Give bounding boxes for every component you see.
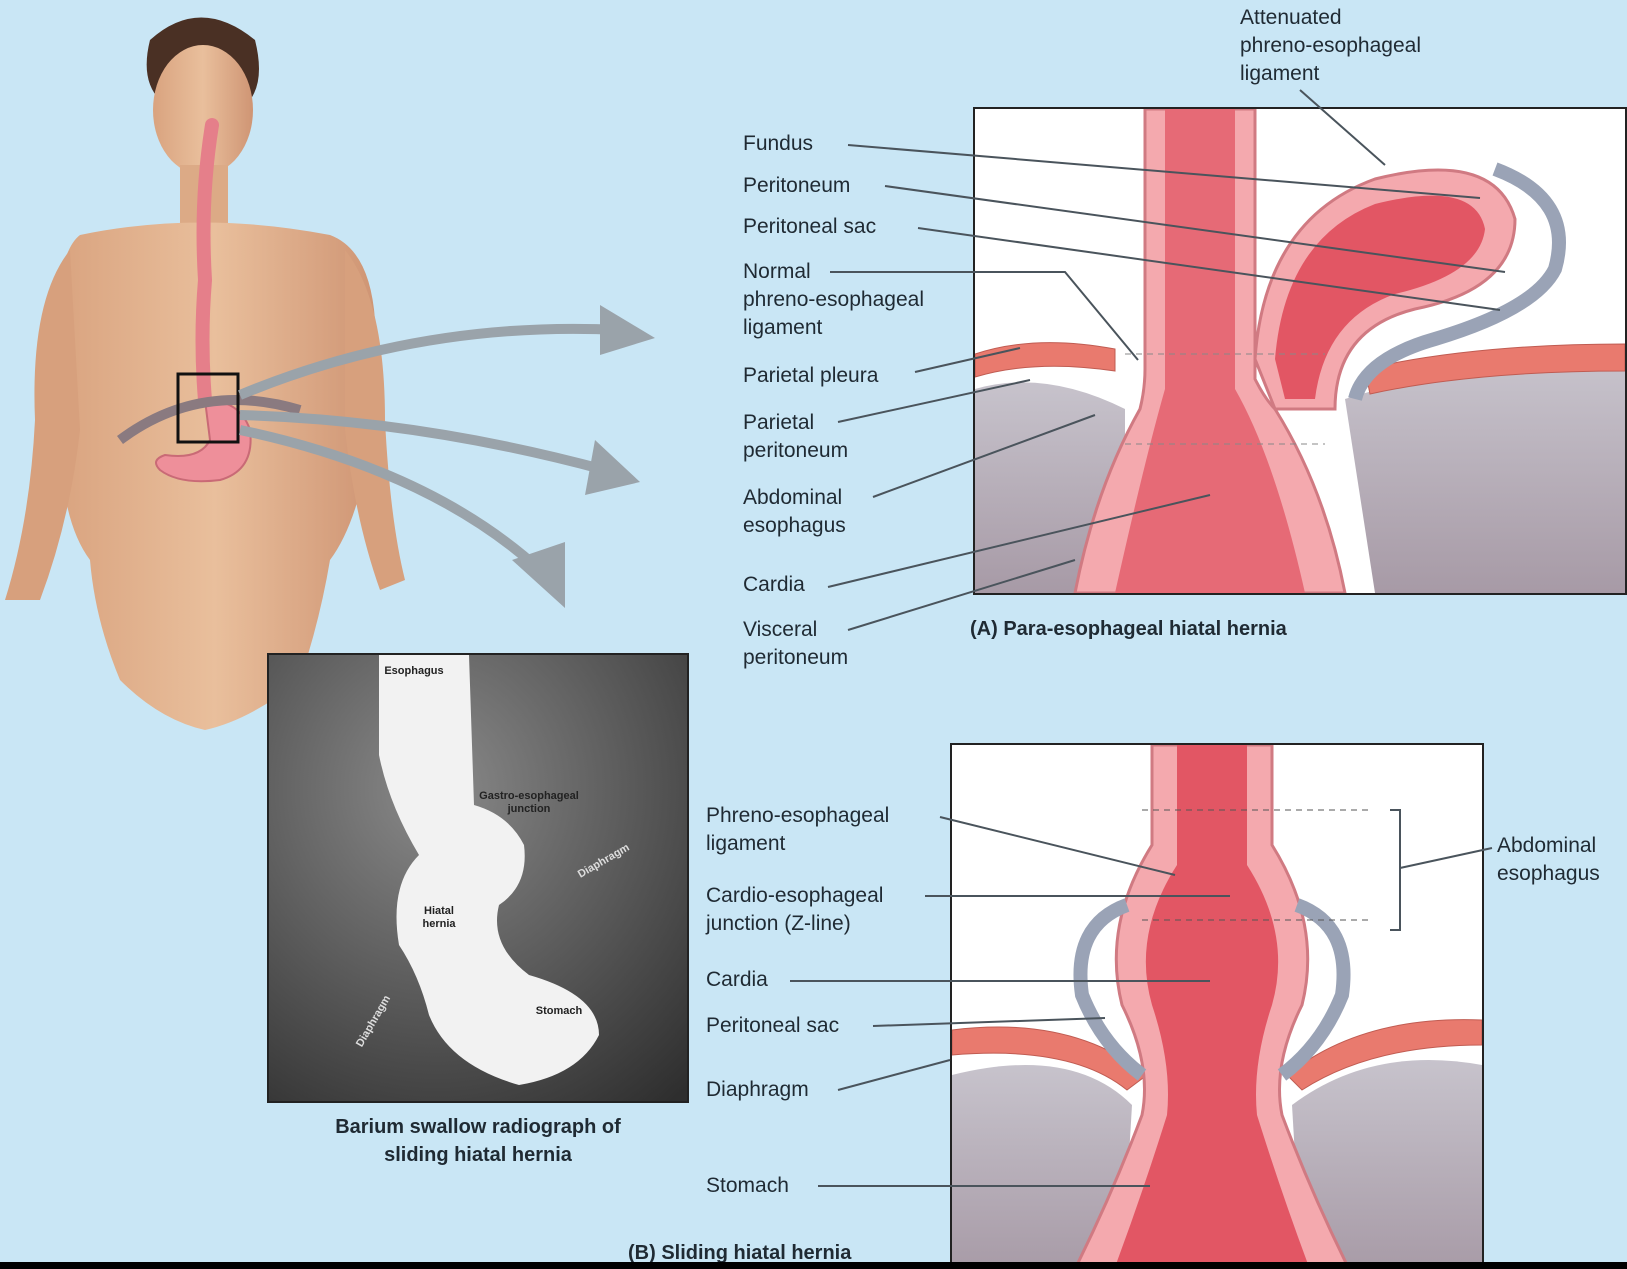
arrow-to-panel-a [238,323,621,400]
panel-a-abdomen-right [1345,359,1625,593]
leader-normal-pel [830,271,1139,361]
radiograph-label-hiatal-hernia-line1: Hiatal [424,905,454,917]
panel-b-diaphragm-right [1286,1019,1482,1091]
label-parietal-peritoneum-line1: Parietal [743,411,815,434]
leader-peritoneal-sac-b [872,1017,1106,1027]
label-cardio-junction-line2: junction (Z-line) [706,912,851,935]
panel-a-illustration [975,109,1625,593]
leader-parietal-pleura [914,347,1021,373]
caption-radiograph: Barium swallow radiograph of sliding hia… [293,1113,663,1169]
arrow-to-panel-b [239,410,607,475]
callout-arrows [238,305,655,608]
leader-diaphragm-b [837,1059,951,1091]
leader-parietal-peritoneum [837,379,1031,423]
label-phreno-b-line2: ligament [706,832,786,855]
label-attenuated-ligament-line1: Attenuated [1240,6,1342,29]
label-parietal-pleura: Parietal pleura [743,364,879,387]
radiograph-image [269,655,687,1101]
label-abdominal-esophagus-a-line2: esophagus [743,514,846,537]
arrow-to-radiograph [238,425,544,574]
figure-diaphragm [117,395,302,445]
leader-phreno-b [939,816,1176,876]
panel-b-sac-left [1073,898,1147,1081]
label-peritoneal-sac-b: Peritoneal sac [706,1014,840,1037]
panel-b-abdomen-right [1292,1060,1482,1262]
label-abdominal-esophagus-b: Abdominal esophagus [1497,832,1600,888]
panel-b-lumen [1116,745,1308,1262]
caption-panel-a: (A) Para-esophageal hiatal hernia [970,618,1287,640]
label-visceral-peritoneum: Visceral peritoneum [743,616,848,672]
leader-peritoneal-sac-a [917,227,1501,311]
left-arm [5,250,80,600]
leader-abdominal-esophagus-b-bracket [1390,809,1493,931]
label-visceral-peritoneum-line2: peritoneum [743,646,849,669]
panel-a [973,107,1627,595]
label-abdominal-esophagus-b-line2: esophagus [1497,862,1600,885]
caption-radiograph-line1: Barium swallow radiograph of [335,1116,621,1138]
label-fundus: Fundus [743,132,814,155]
label-phreno-esophageal-ligament-b: Phreno-esophageal ligament [706,802,889,858]
label-cardia-a: Cardia [743,573,805,596]
leader-attenuated [1299,89,1386,166]
radiograph-label-hiatal-hernia-line2: hernia [422,918,456,930]
focus-box [176,372,240,444]
figure-esophagus [195,118,219,407]
label-peritoneum: Peritoneum [743,174,851,197]
label-normal-pel: Normal phreno-esophageal ligament [743,258,924,342]
label-cardio-esophageal-junction: Cardio-esophageal junction (Z-line) [706,882,883,938]
label-cardia-b: Cardia [706,968,768,991]
radiograph-label-ge-junction-line1: Gastro-esophageal [479,790,579,802]
label-diaphragm-b: Diaphragm [706,1078,809,1101]
leader-fundus [847,144,1481,199]
radiograph-label-stomach: Stomach [535,1005,583,1017]
label-attenuated-ligament: Attenuated phreno-esophageal ligament [1240,4,1421,88]
caption-panel-b: (B) Sliding hiatal hernia [628,1242,852,1262]
caption-radiograph-line2: sliding hiatal hernia [384,1144,572,1166]
arrow-to-panel-a-head [600,305,655,355]
panel-b [950,743,1484,1262]
label-cardio-junction-line1: Cardio-esophageal [706,884,884,907]
label-normal-pel-line3: ligament [743,316,823,339]
label-normal-pel-line2: phreno-esophageal [743,288,924,311]
leader-abdominal-esophagus-a [872,414,1096,498]
radiograph-label-hiatal-hernia: Hiatal hernia [404,905,474,931]
arrow-to-radiograph-head [512,542,565,608]
leader-cardia-a [827,494,1211,588]
panel-b-diaphragm-left [952,1026,1148,1091]
label-phreno-b-line1: Phreno-esophageal [706,804,890,827]
radiograph-panel: Esophagus Gastro-esophageal junction Dia… [267,653,689,1103]
label-peritoneal-sac-a: Peritoneal sac [743,215,877,238]
panel-a-lumen [1115,109,1305,593]
label-abdominal-esophagus-b-line1: Abdominal [1497,834,1597,857]
arrow-to-panel-b-head [585,440,640,495]
label-abdominal-esophagus-a-line1: Abdominal [743,486,843,509]
label-attenuated-ligament-line3: ligament [1240,62,1320,85]
label-abdominal-esophagus-a: Abdominal esophagus [743,484,846,540]
panel-a-diaphragm-right [1364,343,1625,395]
label-stomach-b: Stomach [706,1174,789,1197]
radiograph-contrast [379,655,599,1085]
label-normal-pel-line1: Normal [743,260,811,283]
radiograph-label-ge-junction: Gastro-esophageal junction [469,790,589,816]
panel-a-peritoneal-sac [1348,162,1566,402]
label-visceral-peritoneum-line1: Visceral [743,618,818,641]
radiograph-label-esophagus: Esophagus [384,665,444,677]
leader-peritoneum [884,185,1506,273]
panel-b-abdomen-left [952,1065,1132,1262]
label-parietal-peritoneum: Parietal peritoneum [743,409,848,465]
head [153,45,253,175]
leader-visceral-peritoneum [847,559,1076,631]
panel-b-sac-right [1277,898,1351,1081]
label-attenuated-ligament-line2: phreno-esophageal [1240,34,1421,57]
panel-b-illustration [952,745,1482,1262]
radiograph-label-ge-junction-line2: junction [507,803,551,815]
label-parietal-peritoneum-line2: peritoneum [743,439,849,462]
